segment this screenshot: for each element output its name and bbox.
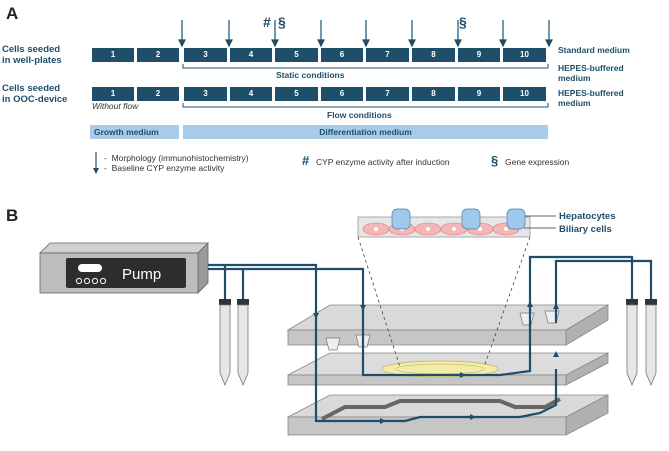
panel-a-arrows: [93, 20, 553, 174]
row2-label-line1: Cells seeded: [2, 83, 61, 94]
timeline-arrowhead-6: [408, 39, 416, 48]
hepes-medium-label-1: HEPES-buffered medium: [558, 63, 624, 83]
legend-hash-text: CYP enzyme activity after induction: [316, 157, 450, 167]
row1-day-7: 7: [366, 48, 409, 62]
row1-day-10: 10: [503, 48, 546, 62]
row2-day-1: 1: [92, 87, 134, 101]
row2-label-line2: in OOC-device: [2, 94, 68, 105]
row2-day-10: 10: [503, 87, 546, 101]
timeline-arrowhead-3: [271, 39, 279, 48]
tubing: [208, 255, 653, 423]
legend-morphology-text: Morphology (immunohistochemistry): [111, 153, 249, 163]
row2-label: Cells seeded in OOC-device: [2, 83, 67, 105]
legend-dash-1: -: [104, 153, 107, 163]
row2-day-8: 8: [412, 87, 455, 101]
static-conditions-label: Static conditions: [276, 70, 345, 80]
row1-label-line1: Cells seeded: [2, 44, 61, 55]
left-falcon-tubes: [219, 299, 249, 387]
timeline-arrowhead-7: [454, 39, 462, 48]
row1-day-2: 2: [137, 48, 179, 62]
panel-b-letter: B: [6, 206, 19, 225]
without-flow-label: Without flow: [92, 101, 139, 111]
legend-item-baseline: - Baseline CYP enzyme activity: [104, 163, 249, 173]
chip-bottom-layer: [287, 394, 609, 436]
hepes-medium-2-line2: medium: [558, 98, 591, 108]
flow-conditions-label: Flow conditions: [327, 110, 392, 120]
row1-day-6: 6: [321, 48, 363, 62]
row2-day-4: 4: [230, 87, 272, 101]
standard-medium-label: Standard medium: [558, 45, 630, 55]
legend-item-morphology: - Morphology (immunohistochemistry): [104, 153, 249, 163]
chip-middle-layer: [287, 352, 609, 386]
row1-day-9: 9: [458, 48, 500, 62]
flow-arrowheads: [313, 301, 559, 424]
pump: [39, 242, 209, 294]
hepatocytes-label: Hepatocytes: [559, 211, 616, 222]
static-bracket: [182, 64, 549, 69]
legend-section-text: Gene expression: [505, 157, 570, 167]
row2-day-7: 7: [366, 87, 409, 101]
timeline-arrowhead-5: [362, 39, 370, 48]
row2-day-2: 2: [137, 87, 179, 101]
panel-b-schematic: Pump: [39, 208, 657, 436]
row1-day-8: 8: [412, 48, 455, 62]
section-marker-day4: §: [278, 14, 286, 30]
hepes-medium-label-2: HEPES-buffered medium: [558, 88, 624, 108]
timeline-arrowhead-2: [225, 39, 233, 48]
timeline-arrowhead-1: [178, 39, 186, 48]
timeline-arrowhead-4: [317, 39, 325, 48]
row2-day-5: 5: [275, 87, 318, 101]
cell-inset: [357, 208, 556, 368]
row1-day-3: 3: [184, 48, 227, 62]
panel-a-letter: A: [6, 4, 19, 23]
flow-bracket: [182, 103, 549, 108]
timeline-arrowhead-8: [499, 39, 507, 48]
legend-arrow-items: - Morphology (immunohistochemistry) - Ba…: [104, 153, 249, 173]
biliary-cells-label: Biliary cells: [559, 224, 612, 235]
row1-day-5: 5: [275, 48, 318, 62]
differentiation-medium-bar: Differentiation medium: [183, 125, 548, 139]
section-marker-day9: §: [459, 14, 467, 30]
legend-dash-2: -: [104, 163, 107, 173]
legend-hash-symbol: #: [302, 153, 310, 168]
row1-label: Cells seeded in well-plates: [2, 44, 62, 66]
growth-medium-bar: Growth medium: [90, 125, 179, 139]
row2-day-3: 3: [184, 87, 227, 101]
row1-day-1: 1: [92, 48, 134, 62]
hepes-medium-1-line1: HEPES-buffered: [558, 63, 624, 73]
timeline-arrowhead-9: [545, 39, 553, 48]
legend-section-symbol: §: [491, 153, 499, 168]
right-falcon-tubes: [626, 299, 657, 387]
hepes-medium-1-line2: medium: [558, 73, 591, 83]
hash-marker: #: [263, 14, 271, 30]
row2-day-9: 9: [458, 87, 500, 101]
row1-day-4: 4: [230, 48, 272, 62]
pump-label: Pump: [122, 266, 161, 283]
legend-baseline-text: Baseline CYP enzyme activity: [111, 163, 225, 173]
row2-day-6: 6: [321, 87, 363, 101]
hepes-medium-2-line1: HEPES-buffered: [558, 88, 624, 98]
legend-arrow-head: [93, 168, 99, 174]
row1-label-line2: in well-plates: [2, 55, 62, 66]
